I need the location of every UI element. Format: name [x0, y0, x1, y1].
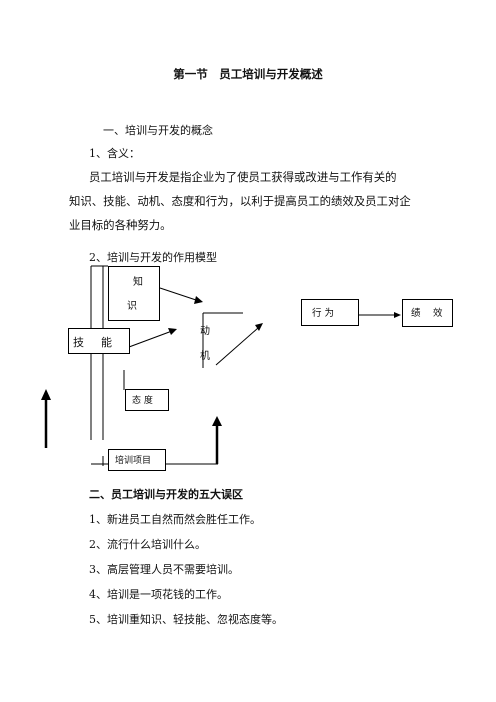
misconception-1: 1、新进员工自然而然会胜任工作。	[89, 513, 261, 526]
attitude-label: 态 度	[132, 396, 153, 406]
motive-up-arrow-head	[255, 323, 263, 331]
motive-char-2: 机	[200, 351, 210, 362]
training-project-label: 培训项目	[115, 456, 152, 466]
knowledge-to-motive-arrow-head	[194, 296, 203, 304]
definition-line-1: 员工培训与开发是指企业为了使员工获得或改进与工作有关的	[89, 170, 397, 184]
performance-box: 绩 效	[402, 299, 453, 327]
skill-box: 技 能	[68, 328, 130, 354]
knowledge-char-1: 知	[133, 277, 143, 288]
behavior-label: 行 为	[312, 308, 335, 319]
definition-line-3: 业目标的各种努力。	[69, 218, 172, 232]
performance-char-1: 绩	[411, 308, 421, 319]
knowledge-to-motive-arrow	[159, 287, 197, 301]
attitude-box: 态 度	[125, 389, 169, 411]
misconception-2: 2、流行什么培训什么。	[89, 538, 206, 551]
page-title: 第一节 员工培训与开发概述	[173, 67, 323, 81]
training-project-box: 培训项目	[108, 449, 166, 471]
knowledge-box: 知 识	[108, 266, 160, 321]
skill-to-motive-arrow-head	[168, 328, 177, 335]
misconception-4: 4、培训是一项花钱的工作。	[89, 588, 228, 601]
item-model: 2、培训与开发的作用模型	[89, 251, 217, 264]
section2-heading: 二、员工培训与开发的五大误区	[89, 488, 243, 501]
performance-char-2: 效	[433, 308, 443, 319]
behavior-to-performance-arrow-head	[394, 312, 401, 318]
behavior-box: 行 为	[301, 299, 359, 326]
right-up-arrow-head	[212, 416, 222, 426]
motive-char-1: 动	[200, 326, 210, 337]
skill-to-motive-arrow	[128, 330, 173, 348]
knowledge-char-2: 识	[127, 301, 137, 312]
motive-up-arrow	[215, 327, 259, 366]
item-meaning: 1、含义：	[89, 147, 140, 160]
far-left-arrow-head	[41, 389, 51, 400]
definition-line-2: 知识、技能、动机、态度和行为，以利于提高员工的绩效及员工对企	[69, 194, 411, 208]
misconception-3: 3、高层管理人员不需要培训。	[89, 563, 239, 576]
section1-heading: 一、培训与开发的概念	[103, 124, 213, 137]
skill-char-2: 能	[101, 336, 112, 349]
misconception-5: 5、培训重知识、轻技能、忽视态度等。	[89, 613, 283, 626]
skill-char-1: 技	[73, 336, 84, 349]
